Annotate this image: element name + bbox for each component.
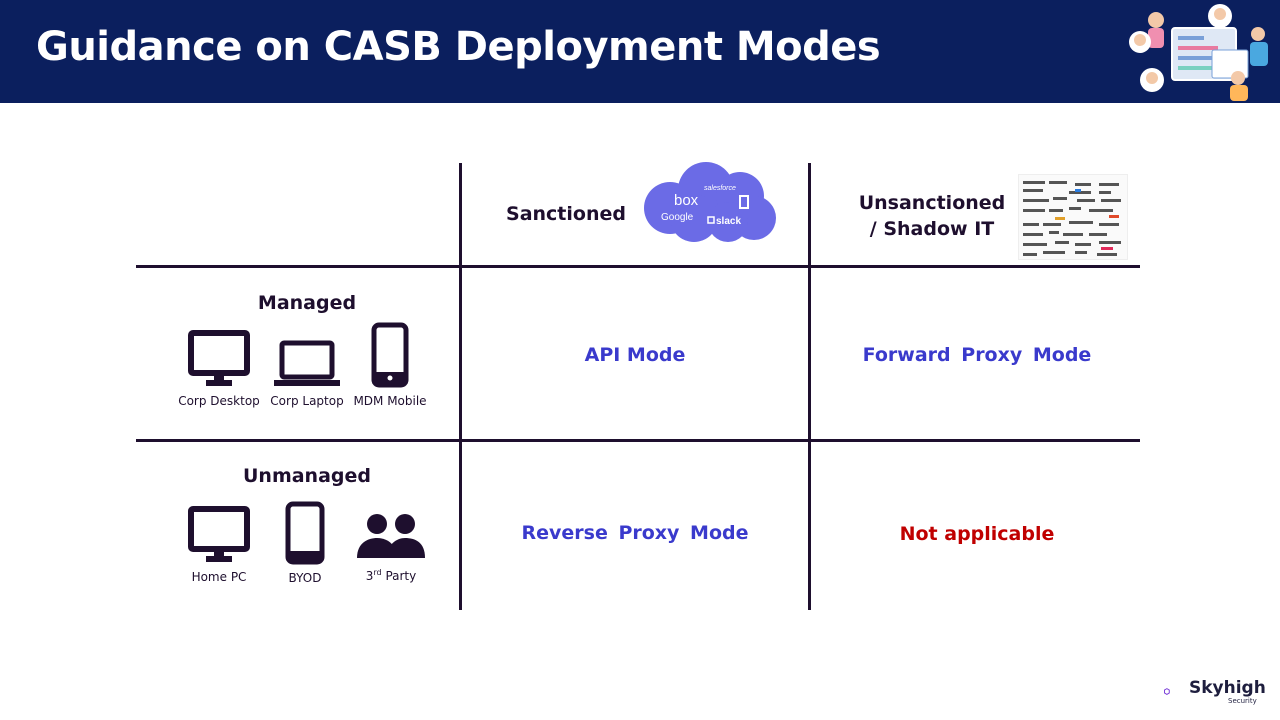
device-label: Corp Desktop	[178, 394, 260, 408]
row-header-managed: Managed	[257, 292, 357, 314]
cloud-apps-icon: box salesforce Google slack	[644, 162, 776, 242]
cell-api-mode: API Mode	[584, 344, 686, 366]
column-header-sanctioned: Sanctioned	[506, 203, 626, 225]
device-corp-desktop: Corp Desktop	[174, 330, 264, 408]
people-collaboration-illustration	[1129, 4, 1268, 101]
row-header-unmanaged: Unmanaged	[242, 465, 371, 487]
box-logo: box	[674, 192, 699, 209]
device-corp-laptop: Corp Laptop	[262, 340, 352, 408]
page-title: Guidance on CASB Deployment Modes	[36, 24, 881, 70]
device-label: MDM Mobile	[353, 394, 427, 408]
grid-line-header	[136, 265, 1140, 268]
grid-line-middle	[136, 439, 1140, 442]
device-third-party: 3rd Party	[346, 512, 436, 583]
grid-line-col1	[459, 163, 462, 610]
device-mdm-mobile: MDM Mobile	[345, 322, 435, 408]
slack-logo: slack	[716, 216, 741, 227]
group-people-icon	[357, 514, 425, 558]
cell-not-applicable: Not applicable	[899, 523, 1055, 545]
column-header-unsanctioned-line2: / Shadow IT	[869, 218, 995, 240]
mobile-phone-icon	[285, 501, 325, 565]
office-icon	[739, 195, 749, 209]
skyhigh-logo-icon	[1164, 688, 1170, 695]
google-logo: Google	[661, 212, 694, 223]
shadow-it-logos-collage-icon	[1018, 174, 1128, 260]
cell-forward-proxy-mode: Forward Proxy Mode	[862, 344, 1092, 366]
column-header-unsanctioned: Unsanctioned / Shadow IT	[856, 190, 1008, 242]
device-byod: BYOD	[260, 501, 350, 585]
slack-icon	[707, 216, 715, 224]
cell-reverse-proxy-mode: Reverse Proxy Mode	[521, 522, 749, 544]
device-label: 3rd Party	[365, 568, 417, 583]
mobile-phone-icon	[371, 322, 409, 388]
device-label: BYOD	[288, 571, 322, 585]
column-header-unsanctioned-line1: Unsanctioned	[858, 192, 1006, 214]
device-label: Corp Laptop	[270, 394, 344, 408]
brand-name: Skyhigh	[1189, 678, 1266, 698]
device-home-pc: Home PC	[174, 506, 264, 584]
header-banner: Guidance on CASB Deployment Modes	[0, 0, 1280, 103]
grid-line-col2	[808, 163, 811, 610]
device-label: Home PC	[191, 570, 247, 584]
brand-subtitle: Security	[1228, 697, 1257, 705]
desktop-icon	[188, 506, 250, 562]
desktop-icon	[188, 330, 250, 386]
laptop-icon	[274, 340, 340, 386]
salesforce-logo: salesforce	[704, 185, 736, 192]
